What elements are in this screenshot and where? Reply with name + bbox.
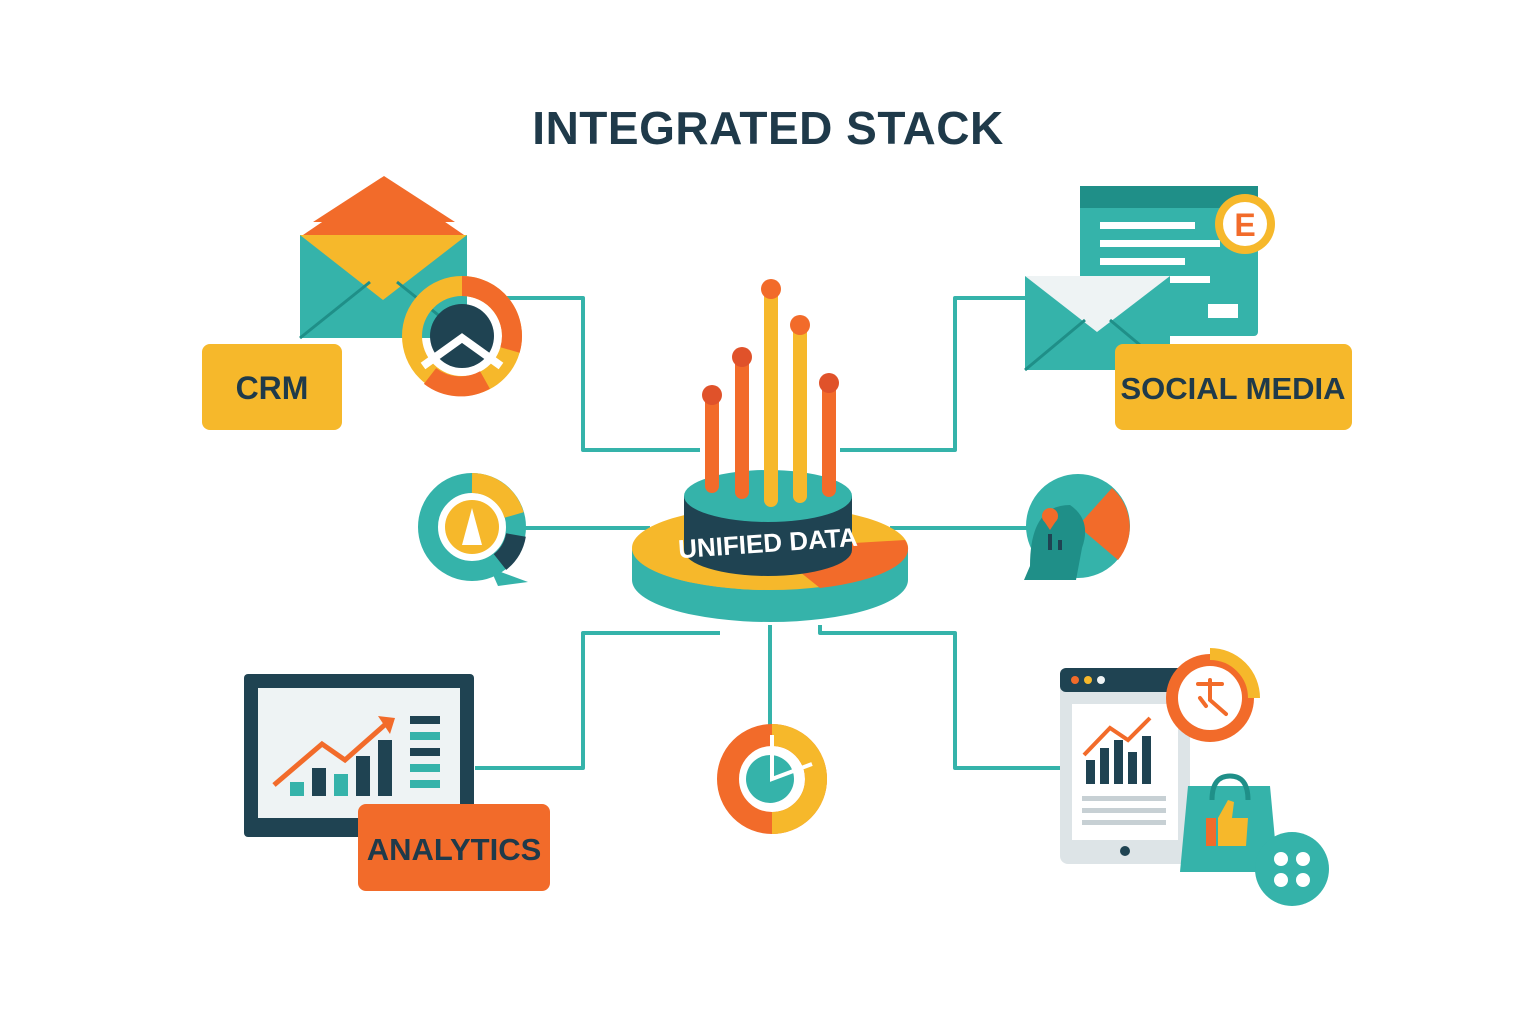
social-badge-letter: E (1234, 207, 1255, 243)
chat-bubble-pie-icon (418, 473, 528, 586)
diagram-title: INTEGRATED STACK (532, 102, 1003, 154)
mobile-dashboard-icon (1060, 668, 1190, 864)
connector-social (840, 296, 1030, 452)
unified-data-hub: UNIFIED DATA (632, 279, 909, 622)
social-media-label: SOCIAL MEDIA (1120, 371, 1345, 406)
crm-donut-icon (402, 276, 522, 397)
share-circle-icon (1255, 832, 1329, 906)
connector-analytics (475, 631, 720, 770)
connector-lines (475, 296, 1065, 770)
hub-data-bars (702, 279, 839, 507)
social-media-label-box: SOCIAL MEDIA (1115, 344, 1352, 430)
crm-label-box: CRM (202, 344, 342, 430)
bottom-donut-chart-icon (717, 724, 827, 834)
clock-icon (1166, 648, 1260, 742)
analytics-monitor-icon (244, 674, 474, 837)
crm-label: CRM (236, 370, 309, 406)
connector-mobile (818, 625, 1065, 770)
thumbs-up-bag-icon (1180, 773, 1278, 872)
analytics-label-box: ANALYTICS (358, 804, 550, 891)
person-pie-icon (1024, 474, 1130, 580)
connector-crm (505, 296, 700, 452)
analytics-label: ANALYTICS (367, 832, 542, 867)
social-badge-e-icon: E (1215, 194, 1275, 254)
